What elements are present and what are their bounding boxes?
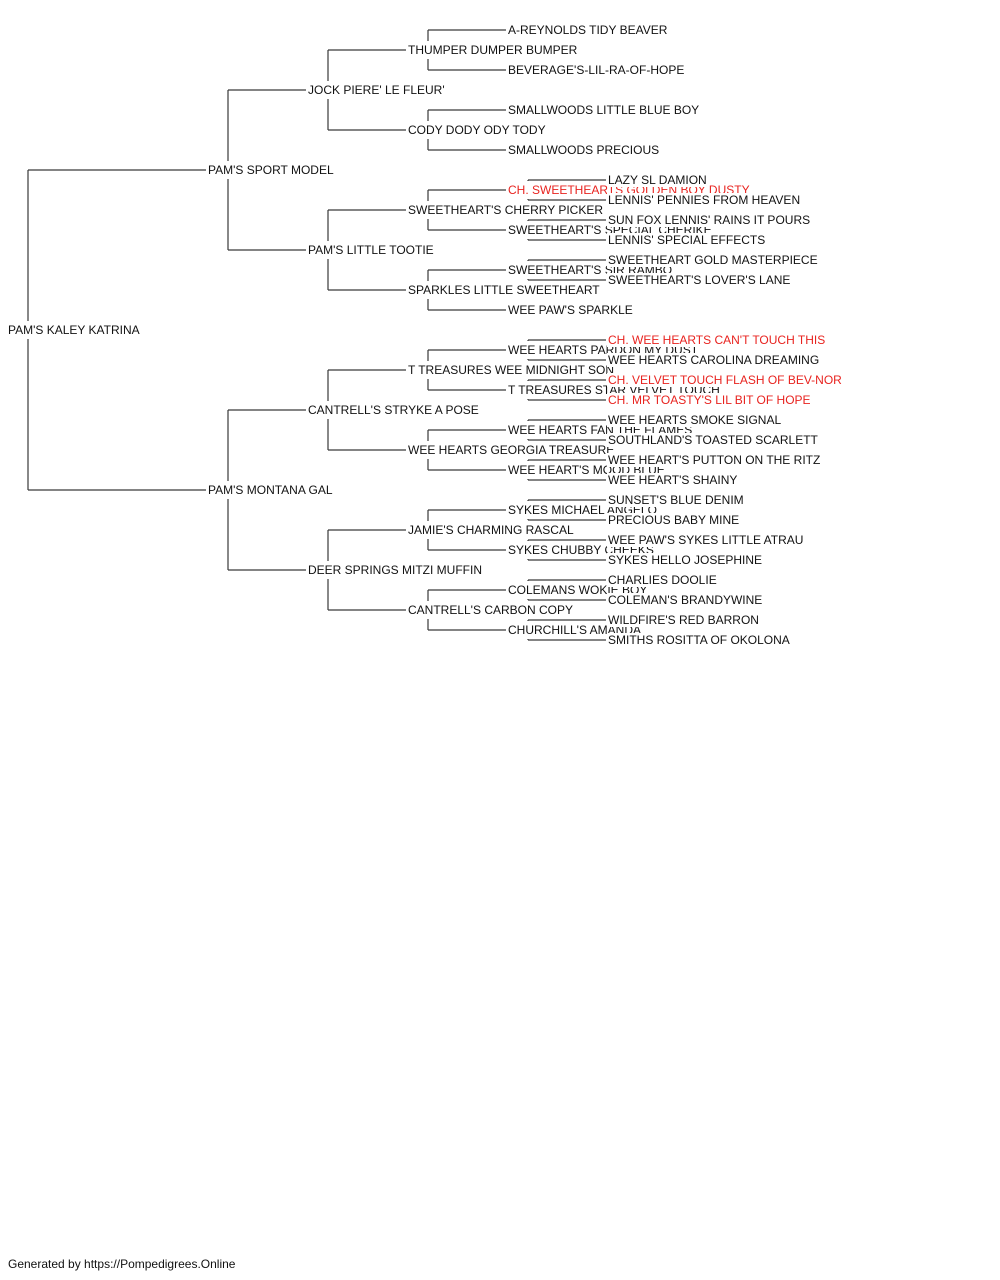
ancestor-name: SYKES HELLO JOSEPHINE xyxy=(607,553,764,567)
ancestor-name: PAM'S LITTLE TOOTIE xyxy=(307,243,435,257)
ancestor-name: WILDFIRE'S RED BARRON xyxy=(607,613,760,627)
ancestor-name: JAMIE'S CHARMING RASCAL xyxy=(407,523,575,537)
ancestor-name: A-REYNOLDS TIDY BEAVER xyxy=(507,23,669,37)
ancestor-name: T TREASURES WEE MIDNIGHT SON xyxy=(407,363,616,377)
ancestor-name: WEE PAW'S SYKES LITTLE ATRAU xyxy=(607,533,805,547)
ancestor-name: SMALLWOODS PRECIOUS xyxy=(507,143,661,157)
ancestor-name: WEE HEARTS GEORGIA TREASURE xyxy=(407,443,616,457)
ancestor-name: CANTRELL'S CARBON COPY xyxy=(407,603,574,617)
ancestor-name: JOCK PIERE' LE FLEUR' xyxy=(307,83,446,97)
ancestor-name: LENNIS' PENNIES FROM HEAVEN xyxy=(607,193,802,207)
ancestor-name: PAM'S SPORT MODEL xyxy=(207,163,335,177)
ancestor-name: THUMPER DUMPER BUMPER xyxy=(407,43,579,57)
ancestor-name: PAM'S MONTANA GAL xyxy=(207,483,334,497)
ancestor-name: CANTRELL'S STRYKE A POSE xyxy=(307,403,480,417)
ancestor-name: CODY DODY ODY TODY xyxy=(407,123,547,137)
ancestor-name: WEE HEART'S SHAINY xyxy=(607,473,739,487)
footer-credit: Generated by https://Pompedigrees.Online xyxy=(8,1257,236,1271)
ancestor-name: SUN FOX LENNIS' RAINS IT POURS xyxy=(607,213,812,227)
ancestor-name: CHARLIES DOOLIE xyxy=(607,573,718,587)
ancestor-name: LENNIS' SPECIAL EFFECTS xyxy=(607,233,767,247)
ancestor-name: SWEETHEART'S LOVER'S LANE xyxy=(607,273,792,287)
ancestor-name: SMITHS ROSITTA OF OKOLONA xyxy=(607,633,791,647)
ancestor-name: SWEETHEART GOLD MASTERPIECE xyxy=(607,253,819,267)
ancestor-name: SUNSET'S BLUE DENIM xyxy=(607,493,745,507)
ancestor-name: BEVERAGE'S-LIL-RA-OF-HOPE xyxy=(507,63,686,77)
ancestor-name: CH. WEE HEARTS CAN'T TOUCH THIS xyxy=(607,333,827,347)
ancestor-name: DEER SPRINGS MITZI MUFFIN xyxy=(307,563,483,577)
ancestor-name: SOUTHLAND'S TOASTED SCARLETT xyxy=(607,433,819,447)
ancestor-name: WEE HEART'S PUTTON ON THE RITZ xyxy=(607,453,822,467)
ancestor-name: WEE PAW'S SPARKLE xyxy=(507,303,634,317)
ancestor-name: COLEMAN'S BRANDYWINE xyxy=(607,593,764,607)
ancestor-name: LAZY SL DAMION xyxy=(607,173,708,187)
ancestor-name: WEE HEARTS CAROLINA DREAMING xyxy=(607,353,821,367)
ancestor-name: CH. VELVET TOUCH FLASH OF BEV-NOR xyxy=(607,373,843,387)
ancestor-name: SWEETHEART'S CHERRY PICKER xyxy=(407,203,604,217)
ancestor-name: SPARKLES LITTLE SWEETHEART xyxy=(407,283,601,297)
ancestor-name: PRECIOUS BABY MINE xyxy=(607,513,741,527)
ancestor-name: SMALLWOODS LITTLE BLUE BOY xyxy=(507,103,701,117)
ancestor-name: WEE HEARTS SMOKE SIGNAL xyxy=(607,413,783,427)
ancestor-name: CH. MR TOASTY'S LIL BIT OF HOPE xyxy=(607,393,812,407)
subject-name: PAM'S KALEY KATRINA xyxy=(7,323,141,337)
